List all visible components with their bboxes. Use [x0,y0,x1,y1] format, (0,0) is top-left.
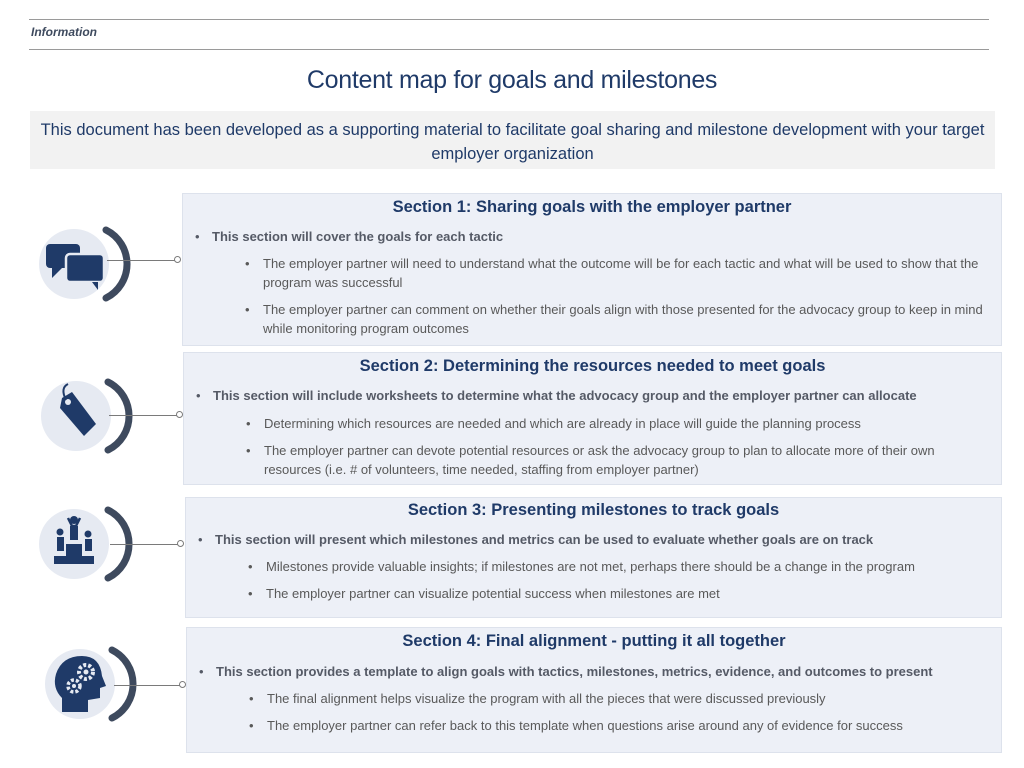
section-4-icon-group [42,646,192,722]
podium-icon [39,506,133,582]
head-gears-icon [45,646,137,722]
section-3-main-point: This section will present which mileston… [198,532,873,547]
section-2-main-point: This section will include worksheets to … [196,388,917,403]
section-4-connector-dot [179,681,186,688]
section-2-icon-group [38,378,188,454]
section-1-main-point: This section will cover the goals for ea… [195,229,503,244]
section-4-heading: Section 4: Final alignment - putting it … [402,632,786,650]
section-3-heading: Section 3: Presenting milestones to trac… [407,501,780,519]
section-4-main-point: This section provides a template to alig… [199,664,933,679]
section-1-heading: Section 1: Sharing goals with the employ… [392,198,792,216]
top-rule [29,19,989,20]
section-2-connector-dot [176,411,183,418]
section-2-panel: Section 2: Determining the resources nee… [183,352,1002,485]
section-1-panel: Section 1: Sharing goals with the employ… [182,193,1002,346]
header-rule [29,49,989,50]
section-2-point-2: The employer partner can devote potentia… [246,441,994,479]
section-4-connector [114,685,182,686]
section-3-icon-group [36,506,186,582]
section-3-panel: Section 3: Presenting milestones to trac… [185,497,1002,618]
section-1-connector [107,260,177,261]
section-4-point-1: The final alignment helps visualize the … [249,689,987,708]
section-1-connector-dot [174,256,181,263]
price-tag-icon [41,378,133,454]
section-1-icon-group [34,226,184,302]
section-3-point-1: Milestones provide valuable insights; if… [248,557,986,576]
section-4-point-2: The employer partner can refer back to t… [249,716,987,735]
section-4-panel: Section 4: Final alignment - putting it … [186,627,1002,753]
section-3-point-2: The employer partner can visualize poten… [248,584,986,603]
section-2-point-1: Determining which resources are needed a… [246,414,994,433]
page-title: Content map for goals and milestones [306,66,718,94]
section-1-point-2: The employer partner can comment on whet… [245,300,993,338]
section-3-connector [110,544,180,545]
header-tag: Information [31,25,97,39]
intro-box: This document has been developed as a su… [30,111,995,169]
section-2-connector [109,415,179,416]
chat-bubbles-icon [39,226,131,302]
section-2-heading: Section 2: Determining the resources nee… [359,357,826,375]
section-1-point-1: The employer partner will need to unders… [245,254,993,292]
section-3-connector-dot [177,540,184,547]
